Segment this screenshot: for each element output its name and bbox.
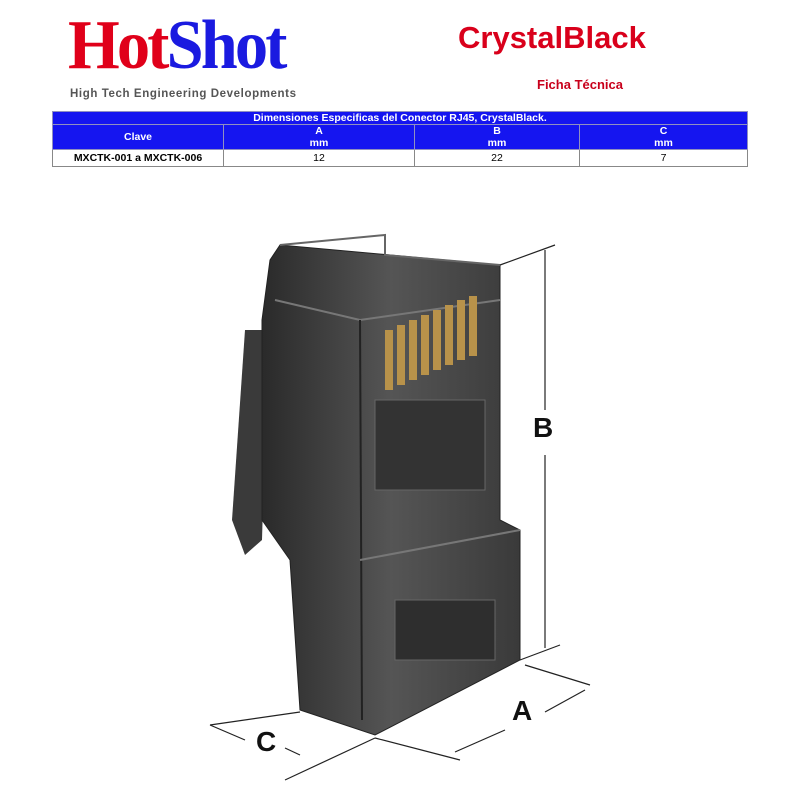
hotshot-logo: HotShot: [68, 7, 288, 84]
product-title: CrystalBlack: [458, 20, 646, 55]
header-a-unit: mm: [309, 137, 329, 149]
cell-c: 7: [579, 149, 748, 167]
latch-clip: [232, 330, 268, 555]
logo-hot: Hot: [68, 7, 169, 84]
header-c-unit: mm: [654, 137, 673, 149]
cell-key: MXCTK-001 a MXCTK-006: [52, 149, 224, 167]
header-clave: Clave: [52, 124, 224, 150]
dimensions-table: Dimensiones Especificas del Conector RJ4…: [52, 111, 748, 167]
dimension-a-label: A: [512, 695, 533, 726]
table-row: MXCTK-001 a MXCTK-006 12 22 7: [52, 149, 748, 167]
logo-shot: Shot: [166, 7, 288, 84]
document-subtitle: Ficha Técnica: [537, 77, 623, 92]
dimension-c-label: C: [256, 726, 277, 757]
table-title: Dimensiones Especificas del Conector RJ4…: [52, 111, 748, 125]
logo-tagline: High Tech Engineering Developments: [70, 88, 297, 100]
header-b-unit: mm: [487, 137, 507, 149]
header-b-label: B: [493, 125, 501, 137]
dimension-b-label: B: [533, 412, 554, 443]
header-c-label: C: [659, 125, 668, 137]
dimension-lines: [209, 244, 591, 781]
gold-contacts: [385, 296, 477, 390]
header-a-label: A: [315, 125, 323, 137]
